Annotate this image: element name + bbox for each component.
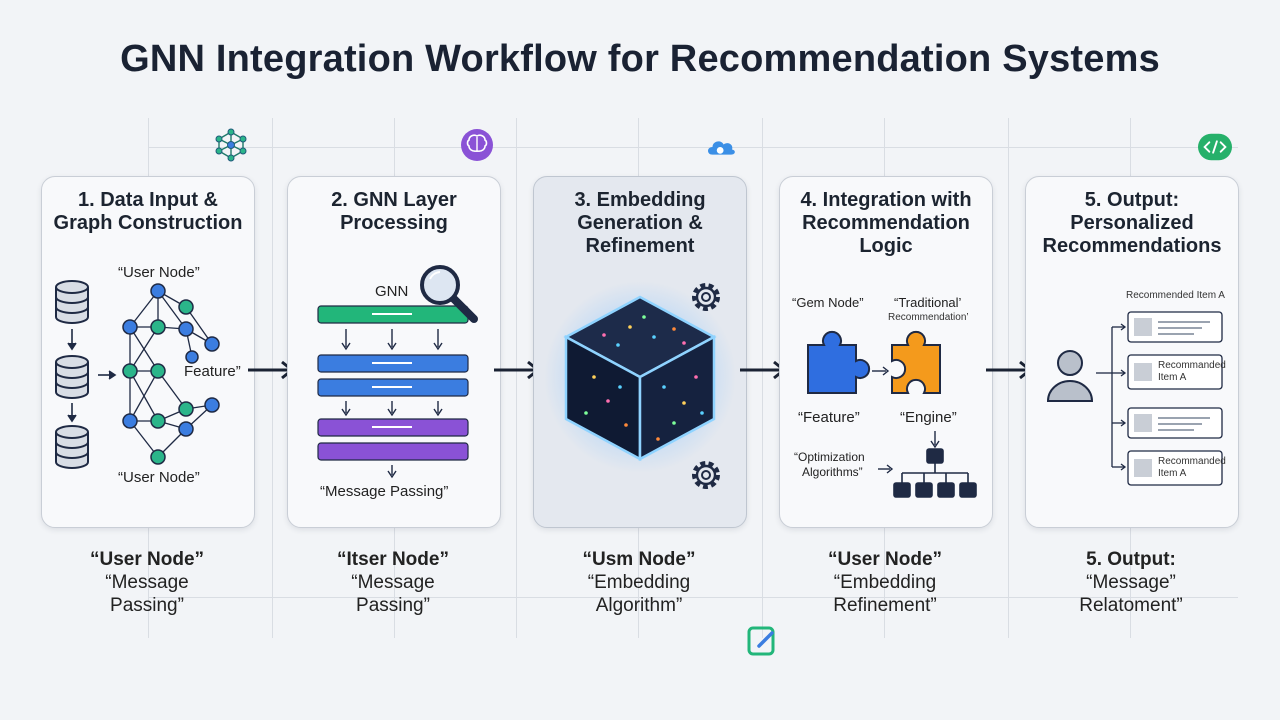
recommendation-item [1127,407,1223,439]
caption-line-2: “Message” [1086,572,1176,593]
feature-label: “Feature” [798,409,860,426]
grid-line [762,118,763,638]
grid-line [148,597,1238,598]
database-icon [55,425,89,469]
recommendation-label: Recommendation’ [888,312,969,323]
caption-line-2: “Message [105,572,189,593]
step-card-4: 4. Integration with Recommendation Logic… [779,176,993,528]
item-label: Recommanded [1158,360,1226,371]
algorithms-label: Algorithms” [802,465,863,479]
step-title: 4. Integration with Recommendation Logic [800,189,972,257]
recommendations-illustration [1046,311,1223,486]
recommendation-item [1127,354,1223,390]
caption-line-1: 5. Output: [1086,549,1176,570]
recommendation-item [1127,450,1223,486]
step-card-3: 3. Embedding Generation & Refinement [533,176,747,528]
step-title: 5. Output: Personalized Recommendations [1042,189,1222,257]
grid-line [148,147,1238,148]
gem-node-label: “Gem Node” [792,295,864,310]
step-caption-2: “Itser Node” “Message Passing” [287,548,499,617]
user-node-label-bottom: “User Node” [118,469,200,486]
page-title: GNN Integration Workflow for Recommendat… [120,38,1160,80]
step-card-1: 1. Data Input & Graph Construction [41,176,255,528]
grid-line [272,118,273,638]
grid-line [1008,118,1009,638]
step-title: 1. Data Input & Graph Construction [53,189,243,234]
gear-icon [692,461,720,489]
puzzle-piece-icon [891,330,941,394]
user-node-label-top: “User Node” [118,264,200,281]
recommendation-item [1127,311,1223,343]
item-label: Item A [1158,372,1187,383]
database-icon [55,280,89,324]
brain-icon [461,129,493,161]
recommended-header: Recommended Item A [1126,290,1225,301]
feature-label: Feature” [184,363,241,380]
network-icon [215,128,247,162]
caption-line-3: Passing” [356,595,430,616]
integration-illustration [807,330,977,498]
caption-line-1: “User Node” [827,549,943,570]
optimization-label: “Optimization [794,450,865,464]
caption-line-3: Refinement” [833,595,937,616]
item-label: Recommanded [1158,456,1226,467]
caption-line-3: Algorithm” [595,595,683,616]
caption-line-3: Relatoment” [1079,595,1183,616]
cube-icon [563,295,717,462]
engine-label: “Engine” [900,409,957,426]
message-passing-label: “Message Passing” [320,483,449,500]
step-caption-4: “User Node” “Embedding Refinement” [779,548,991,617]
graph-construction-illustration [55,280,220,469]
step-caption-3: “Usm Node” “Embedding Algorithm” [533,548,745,617]
magnifier-icon [420,265,478,323]
caption-line-1: “Usm Node” [582,549,696,570]
caption-line-2: “Embedding [833,572,937,593]
step-card-2: 2. GNN Layer Processing GNN “M [287,176,501,528]
gnn-layer-illustration [317,265,478,479]
gear-icon [692,283,720,311]
edit-icon [747,626,775,656]
traditional-label: “Traditional’ [894,295,962,310]
embedding-cube-illustration [544,281,736,489]
caption-line-3: Passing” [110,595,184,616]
step-card-5: 5. Output: Personalized Recommendations [1025,176,1239,528]
database-icon [55,355,89,399]
gnn-label: GNN [375,283,409,300]
step-caption-1: “User Node” “Message Passing” [41,548,253,617]
step-caption-5: 5. Output: “Message” Relatoment” [1025,548,1237,617]
hierarchy-icon [893,448,977,498]
grid-line [516,118,517,638]
cloud-icon [708,141,735,155]
step-title: 2. GNN Layer Processing [331,189,457,234]
item-label: Item A [1158,468,1187,479]
caption-line-2: “Embedding [587,572,691,593]
code-icon [1198,133,1232,161]
user-icon [1046,350,1094,402]
caption-line-1: “Itser Node” [337,549,449,570]
caption-line-2: “Message [351,572,435,593]
step-title: 3. Embedding Generation & Refinement [574,189,706,257]
puzzle-piece-icon [807,330,871,394]
layer-bar [317,442,469,461]
caption-line-1: “User Node” [89,549,205,570]
